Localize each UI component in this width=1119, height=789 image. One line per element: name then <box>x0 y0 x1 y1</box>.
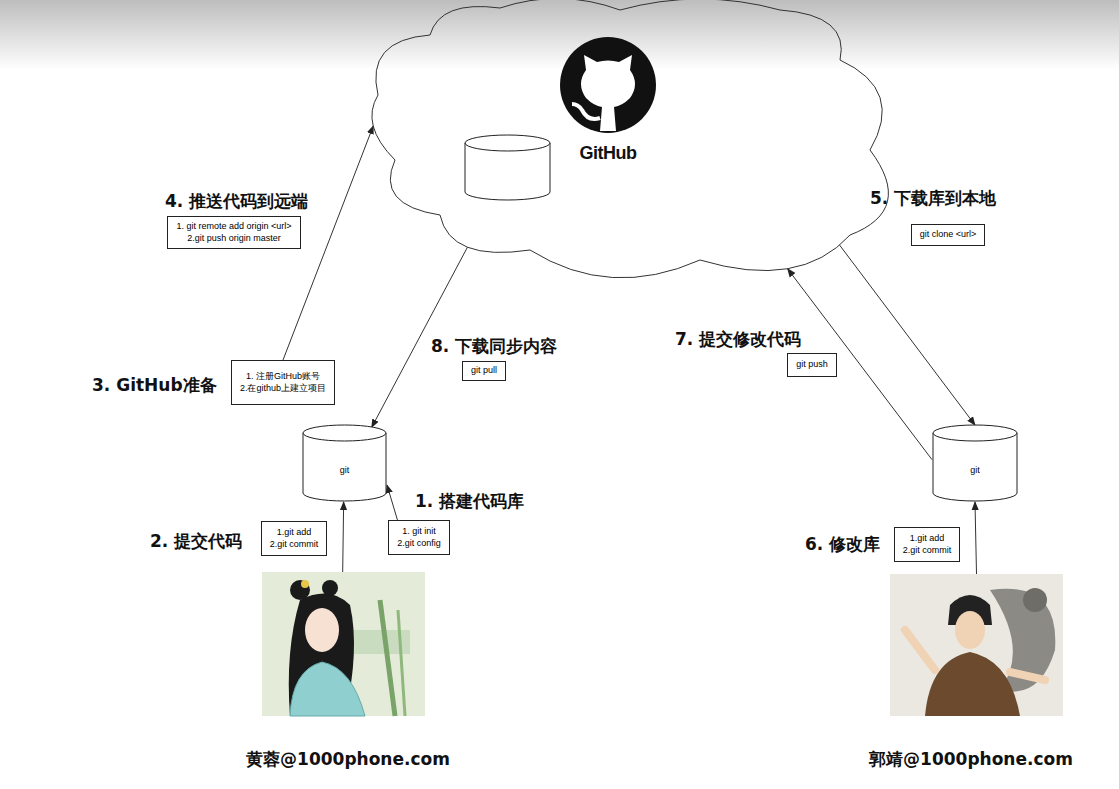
portrait-left <box>262 572 425 716</box>
step-label: 2. 提交代码 <box>150 530 242 553</box>
step-label: 1. 搭建代码库 <box>415 490 524 513</box>
github-logo <box>560 37 656 133</box>
cylinder-outline <box>302 425 387 502</box>
step-label: 4. 推送代码到远端 <box>165 190 308 213</box>
user-portrait: 郭靖@1000phone.com <box>890 574 1063 716</box>
user-email: 郭靖@1000phone.com <box>869 748 1073 771</box>
command-text: 1. git init <box>397 526 441 538</box>
command-box: 1.git add2.git commit <box>261 521 328 556</box>
github-cloud: GitHub <box>370 0 900 290</box>
command-text: git push <box>796 359 828 371</box>
command-box: git pull <box>462 361 506 381</box>
command-box: 1. 注册GitHub账号2.在github上建立项目 <box>231 360 335 405</box>
command-box: 1.git add2.git commit <box>894 527 961 562</box>
command-box: 1. git init2.git config <box>388 520 450 555</box>
flow-arrow <box>342 502 344 572</box>
command-text: git pull <box>471 365 497 377</box>
flow-arrow <box>975 502 977 574</box>
command-text: 2.在github上建立项目 <box>240 383 326 395</box>
command-text: 2.git commit <box>903 545 952 557</box>
command-box: git push <box>787 353 837 377</box>
command-text: 1.git add <box>270 527 319 539</box>
command-text: git <box>302 465 387 475</box>
top-shade <box>0 0 1119 70</box>
cylinder-outline <box>932 425 1018 502</box>
step-label: 6. 修改库 <box>805 533 880 556</box>
remote-repo-cylinder <box>465 135 550 200</box>
command-text: 1. git remote add origin <url> <box>176 221 291 233</box>
step-label: 5. 下载库到本地 <box>870 187 996 210</box>
command-box: 1. git remote add origin <url>2.git push… <box>167 216 300 249</box>
user-portrait: 黄蓉@1000phone.com <box>262 572 425 716</box>
command-text: git clone <url> <box>920 229 977 241</box>
flow-arrow <box>788 269 932 460</box>
command-text: 2.git commit <box>270 539 319 551</box>
local-repo: git <box>302 425 387 502</box>
flow-arrow <box>387 485 397 520</box>
step-label: 7. 提交修改代码 <box>675 328 801 351</box>
command-text: 1.git add <box>903 533 952 545</box>
command-box: git clone <url> <box>911 224 986 246</box>
local-repo: git <box>932 425 1018 502</box>
user-email: 黄蓉@1000phone.com <box>246 748 450 771</box>
command-text: 2.git push origin master <box>176 233 291 245</box>
command-text: 1. 注册GitHub账号 <box>240 371 326 383</box>
command-text: git <box>932 465 1018 475</box>
service-name: GitHub <box>580 143 637 164</box>
command-text: 2.git config <box>397 538 441 550</box>
step-label: 3. GitHub准备 <box>92 374 217 397</box>
step-label: 8. 下载同步内容 <box>431 335 557 358</box>
flow-arrow <box>840 245 975 425</box>
portrait-right <box>890 574 1063 716</box>
